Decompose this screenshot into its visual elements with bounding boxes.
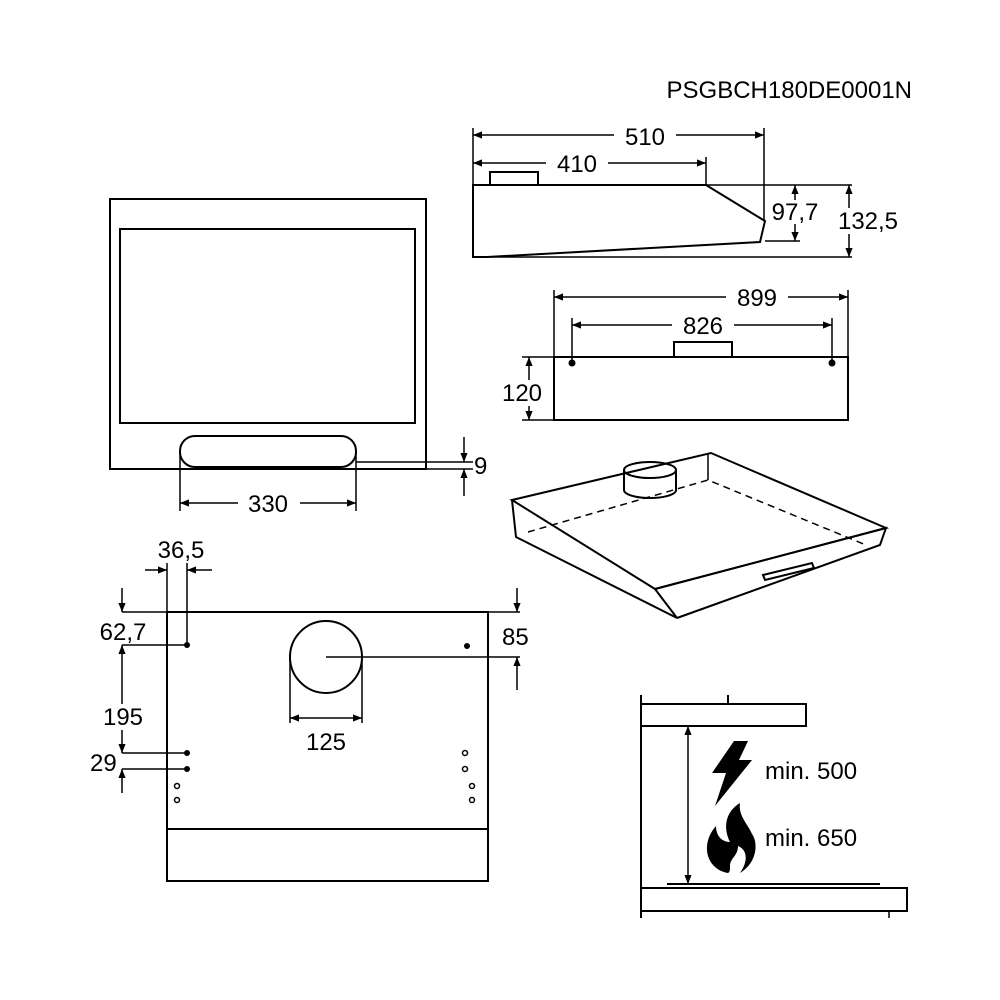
hole-offset-x-label: 36,5 (158, 537, 205, 564)
hood-duct-collar (623, 470, 677, 499)
clearance-diagram: min. 500 min. 650 (640, 695, 908, 918)
bottom-view-outer (109, 198, 427, 470)
side-total-depth-label: 510 (625, 124, 665, 151)
side-front-height-label: 97,7 (772, 199, 819, 226)
back-view-duct-collar (673, 341, 733, 358)
flame-icon (706, 803, 756, 873)
side-view-duct-collar (489, 171, 539, 186)
hole-offset-top-label: 62,7 (100, 619, 147, 646)
hood-hidden-edges (527, 479, 867, 546)
mounting-hole (464, 643, 470, 649)
mounting-hole (568, 359, 576, 367)
mounting-hole (461, 765, 469, 773)
bottom-view: 330 9 (109, 198, 487, 518)
hole-spacing-label: 195 (103, 704, 143, 731)
bottom-view-filter-panel (119, 228, 416, 424)
gas-clearance-label: min. 650 (765, 825, 857, 852)
hood-control-strip (761, 561, 816, 582)
hood-left-side (511, 499, 678, 619)
mounting-hole (828, 359, 836, 367)
back-view-body (553, 356, 849, 421)
electric-clearance-label: min. 500 (765, 758, 857, 785)
filter-width-label: 330 (248, 491, 288, 518)
perspective-view (509, 451, 890, 619)
mounting-hole (468, 796, 476, 804)
mounting-hole (461, 749, 469, 757)
bottom-view-light-window (179, 435, 357, 468)
hood-duct-opening (623, 461, 677, 479)
back-width-label: 899 (737, 285, 777, 312)
lightning-icon (712, 741, 752, 806)
side-body-depth-label: 410 (557, 151, 597, 178)
side-total-height-label: 132,5 (838, 208, 898, 235)
filter-offset-label: 9 (474, 453, 487, 480)
hood-section (640, 703, 807, 727)
duct-offset-top-label: 85 (502, 624, 529, 651)
back-height-label: 120 (502, 380, 542, 407)
mounting-hole (173, 796, 181, 804)
duct-diameter-label: 125 (306, 729, 346, 756)
mounting-hole (468, 782, 476, 790)
hood-front-face (654, 526, 888, 619)
wall-template: 36,5 62,7 195 29 85 125 (90, 537, 529, 882)
back-view: 899 826 120 (496, 284, 849, 421)
side-view-outline (472, 184, 767, 258)
hole-spacing-small-label: 29 (90, 750, 117, 777)
back-hole-spacing-label: 826 (683, 313, 723, 340)
document-code: PSGBCH180DE0001N (667, 77, 912, 104)
side-view: 510 410 97,7 132,5 (472, 122, 902, 258)
mounting-hole (173, 782, 181, 790)
hob-worktop (640, 887, 908, 912)
